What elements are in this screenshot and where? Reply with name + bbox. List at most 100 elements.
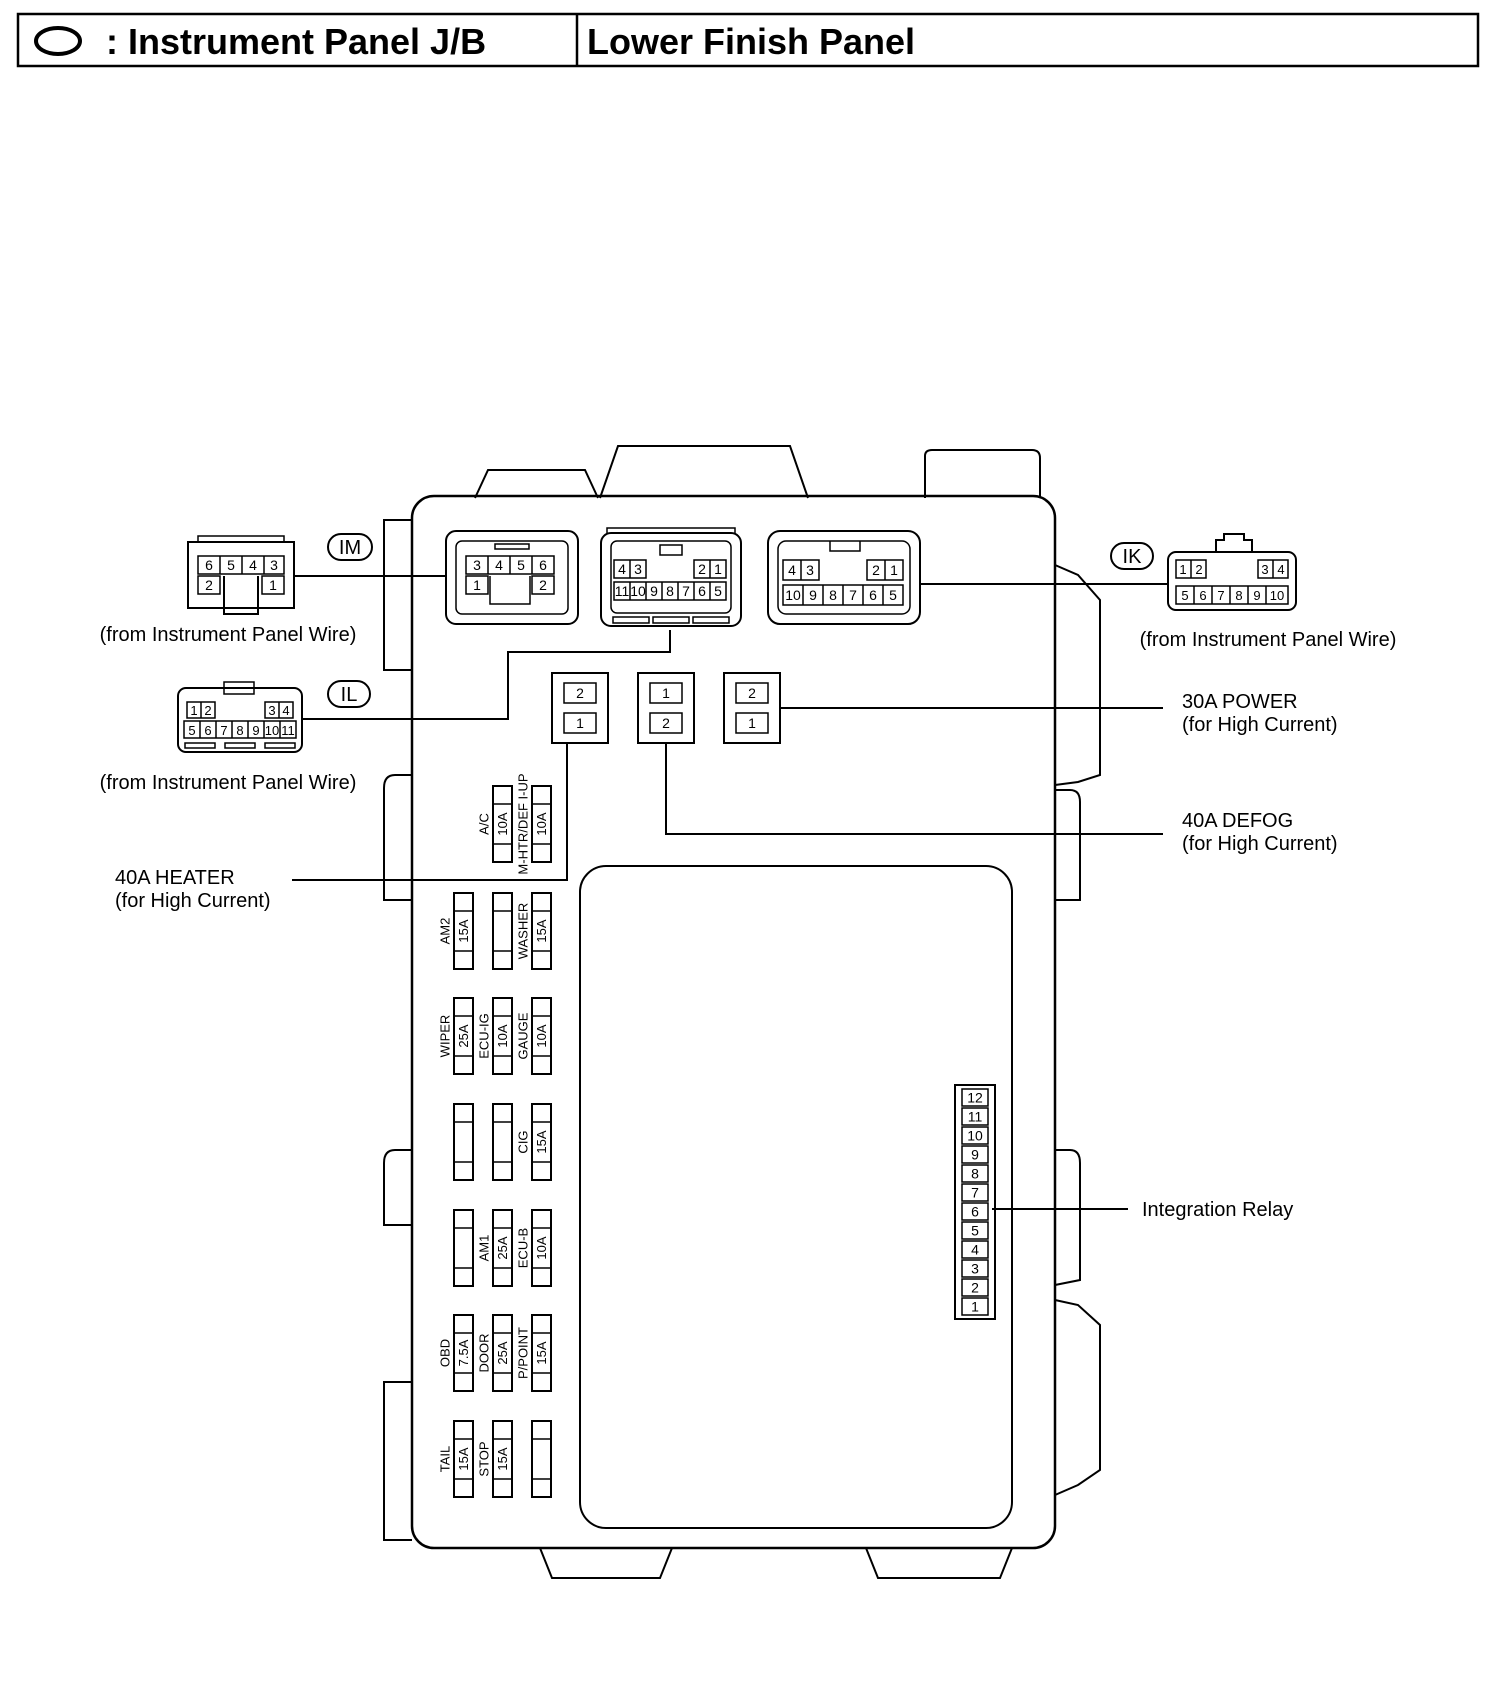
defog-fuse-label: 40A DEFOG <box>1182 810 1293 832</box>
external-connector-il: 1 2 3 4 5 6 7 8 9 10 11 <box>177 681 303 753</box>
relay-pin: 4 <box>971 1242 979 1258</box>
mini-fuse <box>453 1209 474 1287</box>
mini-fuse-body <box>453 997 474 1075</box>
relay-pin-cell <box>961 1183 989 1202</box>
ik-ext-pin: 8 <box>1235 588 1242 603</box>
relay-pin: 3 <box>971 1261 979 1277</box>
im-ext-pin: 6 <box>205 557 213 573</box>
mini-fuse-name: AM2 <box>438 918 453 945</box>
il-ext-pin: 8 <box>236 723 243 738</box>
jb-title: : Instrument Panel J/B <box>106 21 486 62</box>
heater-fuse-pin: 2 <box>576 685 584 701</box>
mini-fuse-body <box>492 785 513 863</box>
im-ext-pin: 3 <box>270 557 278 573</box>
power-fuse-pin: 2 <box>748 685 756 701</box>
il-jb-pin: 1 <box>714 561 722 577</box>
mini-fuse-name: P/POINT <box>516 1327 531 1379</box>
ik-ext-pin: 4 <box>1277 562 1284 577</box>
il-caption: (from Instrument Panel Wire) <box>100 772 357 794</box>
ik-jb-pin: 3 <box>806 562 814 578</box>
il-jb-pin: 10 <box>630 583 646 599</box>
il-jb-pin: 4 <box>618 561 626 577</box>
il-ext-pin: 2 <box>204 703 211 718</box>
im-ext-pin: 4 <box>249 557 257 573</box>
relay-pin-cell <box>961 1240 989 1259</box>
ik-ext-pin: 5 <box>1181 588 1188 603</box>
mini-fuse-name: STOP <box>477 1441 492 1476</box>
mini-fuse-body <box>492 892 513 970</box>
mini-fuse <box>453 1103 474 1181</box>
relay-pin-cell <box>961 1145 989 1164</box>
mini-fuse-body <box>492 1314 513 1392</box>
ik-jb-pin: 10 <box>785 587 801 603</box>
il-jb-pin: 7 <box>682 583 690 599</box>
mini-fuse-body <box>531 1314 552 1392</box>
ik-jb-pin: 2 <box>872 562 880 578</box>
jb-connector-il: 4 3 2 1 11 10 9 8 7 6 5 <box>600 527 742 627</box>
mini-fuse-body <box>453 1420 474 1498</box>
im-ext-pin: 1 <box>269 577 277 593</box>
ik-jb-pin: 5 <box>889 587 897 603</box>
defog-fuse-sublabel: (for High Current) <box>1182 833 1338 855</box>
power-fuse-sublabel: (for High Current) <box>1182 714 1338 736</box>
power-fuse-label: 30A POWER <box>1182 691 1298 713</box>
mini-fuse-amp: 25A <box>456 1024 471 1047</box>
mini-fuse-amp: 15A <box>495 1447 510 1470</box>
mini-fuse-amp: 10A <box>495 1024 510 1047</box>
relay-pin: 12 <box>967 1090 983 1106</box>
jb-symbol-icon <box>34 26 82 56</box>
il-ext-pin: 3 <box>268 703 275 718</box>
mini-fuse-name: AM1 <box>477 1235 492 1262</box>
ik-jb-pin: 6 <box>869 587 877 603</box>
relay-pin: 10 <box>967 1128 983 1144</box>
jb-housing <box>383 445 1101 1579</box>
il-ext-pin: 6 <box>204 723 211 738</box>
mini-fuse-amp: 15A <box>534 1130 549 1153</box>
mini-fuse-name: OBD <box>438 1339 453 1367</box>
im-ext-pin: 2 <box>205 577 213 593</box>
mini-fuse-amp: 15A <box>456 1447 471 1470</box>
relay-pin: 9 <box>971 1147 979 1163</box>
ik-jb-pin: 4 <box>788 562 796 578</box>
im-jb-pin: 1 <box>473 577 481 593</box>
ik-jb-pin: 9 <box>809 587 817 603</box>
ik-ext-pin: 7 <box>1217 588 1224 603</box>
external-connector-ik: 1 2 3 4 5 6 7 8 9 10 <box>1167 533 1297 611</box>
high-current-fuse-power: 2 1 <box>723 672 781 744</box>
il-ext-pin: 1 <box>190 703 197 718</box>
connector-code-il: IL <box>327 680 371 708</box>
ik-jb-pin: 1 <box>890 562 898 578</box>
power-fuse-pin: 1 <box>748 715 756 731</box>
mini-fuse-name: ECU-IG <box>477 1013 492 1059</box>
mini-fuse-body <box>492 1103 513 1181</box>
im-jb-pin: 4 <box>495 557 503 573</box>
il-ext-pin: 11 <box>281 723 295 738</box>
jb-connector-ik: 4 3 2 1 10 9 8 7 6 5 <box>767 530 921 625</box>
mini-fuse-amp: 10A <box>534 812 549 835</box>
relay-pin-cell <box>961 1088 989 1107</box>
mini-fuse-amp: 25A <box>495 1236 510 1259</box>
mini-fuse-name: WASHER <box>516 903 531 960</box>
ik-ext-pin: 9 <box>1253 588 1260 603</box>
header-bar: : Instrument Panel J/B Lower Finish Pane… <box>16 12 1480 68</box>
relay-pin: 6 <box>971 1204 979 1220</box>
il-ext-pin: 9 <box>252 723 259 738</box>
relay-pin-cell <box>961 1164 989 1183</box>
il-ext-pin: 5 <box>188 723 195 738</box>
im-jb-pin: 3 <box>473 557 481 573</box>
defog-fuse-pin: 2 <box>662 715 670 731</box>
high-current-fuse-heater: 2 1 <box>551 672 609 744</box>
mini-fuse-body <box>531 1209 552 1287</box>
